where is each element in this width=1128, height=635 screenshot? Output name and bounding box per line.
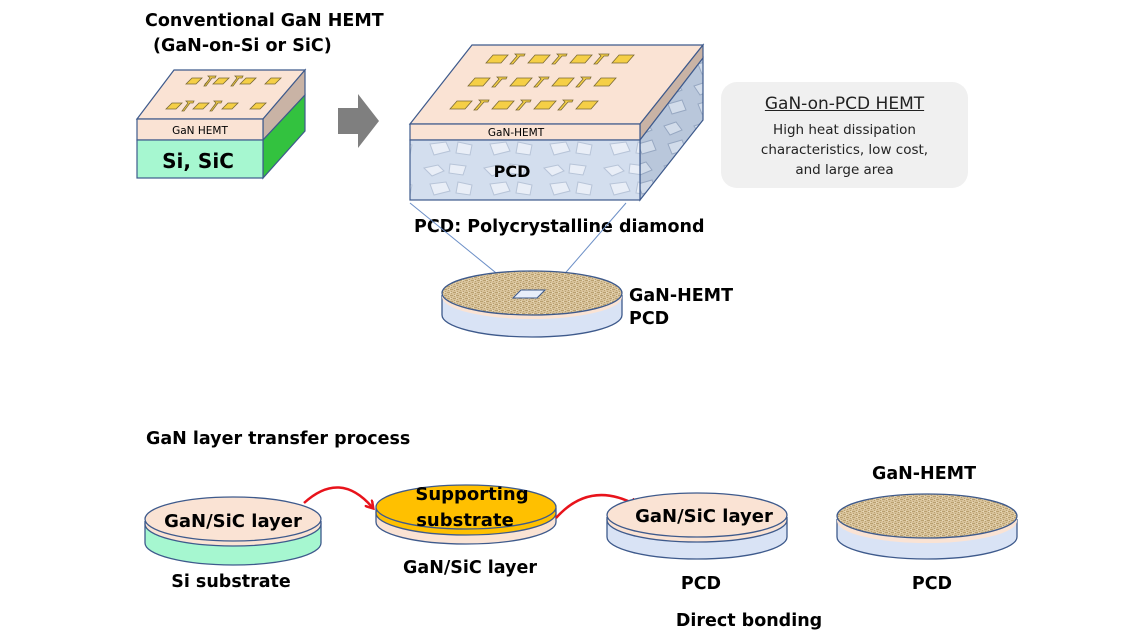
callout-title: GaN-on-PCD HEMT — [764, 94, 925, 114]
process-step-4: GaN-HEMT PCD — [836, 464, 1018, 594]
transistor-pads — [165, 75, 282, 112]
callout-line-3: and large area — [795, 162, 894, 178]
process-step-1: GaN/SiC layer Si substrate — [144, 496, 322, 592]
pcd-definition: PCD: Polycrystalline diamond — [414, 217, 705, 237]
conventional-title-line1: Conventional GaN HEMT — [145, 11, 384, 31]
step1-bottom-label: Si substrate — [171, 572, 291, 592]
conventional-layer-label: GaN HEMT — [172, 125, 228, 137]
step2-top-label-line2: substrate — [416, 510, 514, 531]
wafer-label-gan-hemt: GaN-HEMT — [629, 286, 733, 306]
transistor-pads-array — [449, 53, 635, 111]
process-step-3: GaN/SiC layer PCD Direct bonding — [606, 492, 822, 631]
step3-caption: Direct bonding — [676, 611, 822, 631]
process-title: GaN layer transfer process — [146, 429, 410, 449]
callout-description: High heat dissipation characteristics, l… — [721, 120, 968, 180]
callout-line-1: High heat dissipation — [773, 122, 916, 138]
gan-on-pcd-callout: GaN-on-PCD HEMT High heat dissipation ch… — [721, 82, 968, 188]
transfer-arrow-1 — [303, 486, 372, 507]
wafer-label-pcd: PCD — [629, 309, 669, 329]
conventional-title-line2: (GaN-on-Si or SiC) — [153, 36, 332, 56]
step4-above-label: GaN-HEMT — [872, 464, 976, 484]
gan-on-pcd-block: GaN-HEMT PCD — [408, 43, 705, 202]
step3-bottom-label: PCD — [681, 574, 721, 594]
step3-top-label: GaN/SiC layer — [635, 506, 773, 527]
step2-top-label-line1: Supporting — [415, 484, 528, 505]
step1-top-label: GaN/SiC layer — [164, 511, 302, 532]
callout-line-2: characteristics, low cost, — [760, 142, 929, 158]
pcd-block-layer-label: GaN-HEMT — [488, 127, 545, 139]
gan-on-pcd-wafer — [441, 270, 623, 338]
pcd-block-substrate-label: PCD — [494, 162, 531, 181]
process-step-2: Supporting substrate GaN/SiC layer — [375, 484, 557, 578]
right-arrow-icon — [338, 94, 379, 148]
step4-bottom-label: PCD — [912, 574, 952, 594]
conventional-hemt-block: GaN HEMT Si, SiC — [135, 68, 307, 180]
step2-bottom-label: GaN/SiC layer — [403, 558, 537, 578]
conventional-substrate-label: Si, SiC — [162, 149, 234, 173]
chip-highlight — [511, 289, 547, 299]
